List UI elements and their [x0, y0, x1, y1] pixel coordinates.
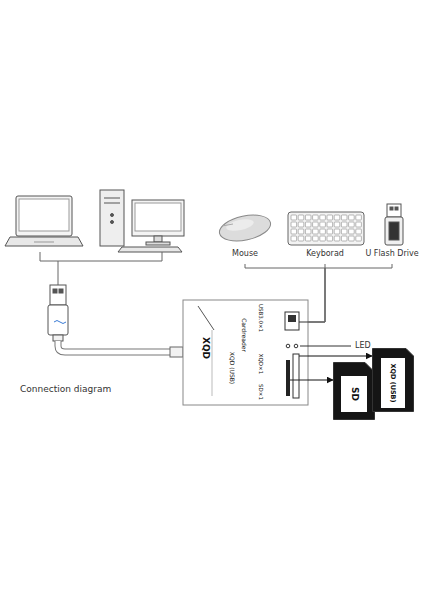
desktop-icon: [100, 190, 184, 252]
device-label: Mouse: [218, 250, 272, 262]
mouse-icon: [217, 211, 273, 245]
bus-line: [308, 264, 392, 322]
insert-arrow: [308, 356, 372, 357]
rotated-label: SD: [350, 387, 359, 401]
card-reader: XQD CardreaderXQD (USB) USB3.0×1XQD×1SD×1: [183, 300, 308, 405]
device-label: Keyborad: [293, 250, 357, 262]
rotated-label: USB3.0×1: [257, 304, 263, 332]
caption-note: Connection diagram: [20, 385, 111, 394]
led-label: LED: [355, 342, 371, 350]
insert-arrow: [308, 380, 333, 381]
bus-line: [308, 264, 325, 322]
rotated-label: XQD (USB): [229, 352, 235, 384]
flash-drive-icon: [385, 204, 403, 245]
cable-connector: [170, 347, 183, 357]
rotated-label: Cardreader: [241, 318, 247, 352]
rotated-label: XQD×1: [257, 354, 263, 374]
xqd-card: XQD (USB): [372, 348, 414, 412]
card-reader-body: [183, 300, 308, 405]
device-name: Keyborad: [293, 250, 357, 258]
cable-bracket: [40, 252, 162, 285]
usb-cable: [58, 341, 171, 352]
device-label: U Flash Drive: [363, 250, 421, 262]
device-name: Mouse: [218, 250, 272, 258]
led-leader: [300, 346, 351, 347]
laptop-icon: [5, 196, 83, 246]
rotated-label: XQD: [201, 337, 210, 359]
usb-cable: [58, 341, 171, 352]
rotated-label: SD×1: [257, 384, 263, 400]
usb-plug: [48, 285, 68, 341]
device-name: U Flash Drive: [363, 250, 421, 258]
rotated-label: XQD (USB): [390, 363, 397, 402]
bus-line: [245, 264, 325, 322]
keyboard-icon: [288, 212, 364, 245]
sd-card: SD: [333, 362, 375, 420]
